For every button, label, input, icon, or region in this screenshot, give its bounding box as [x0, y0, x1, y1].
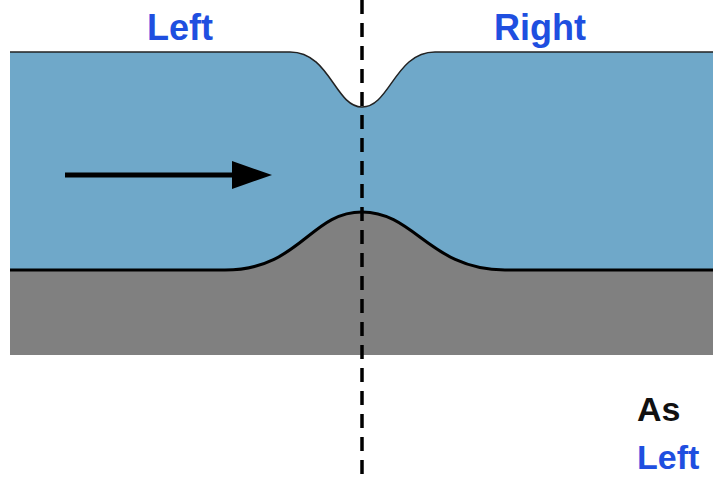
- region-label: Right: [494, 10, 586, 46]
- region-label: Left: [637, 440, 699, 474]
- region-label: Left: [147, 10, 213, 46]
- section-line: [360, 0, 364, 479]
- flow-arrow: [65, 173, 240, 178]
- arrow-head: [232, 161, 272, 189]
- region-label: As: [637, 392, 680, 426]
